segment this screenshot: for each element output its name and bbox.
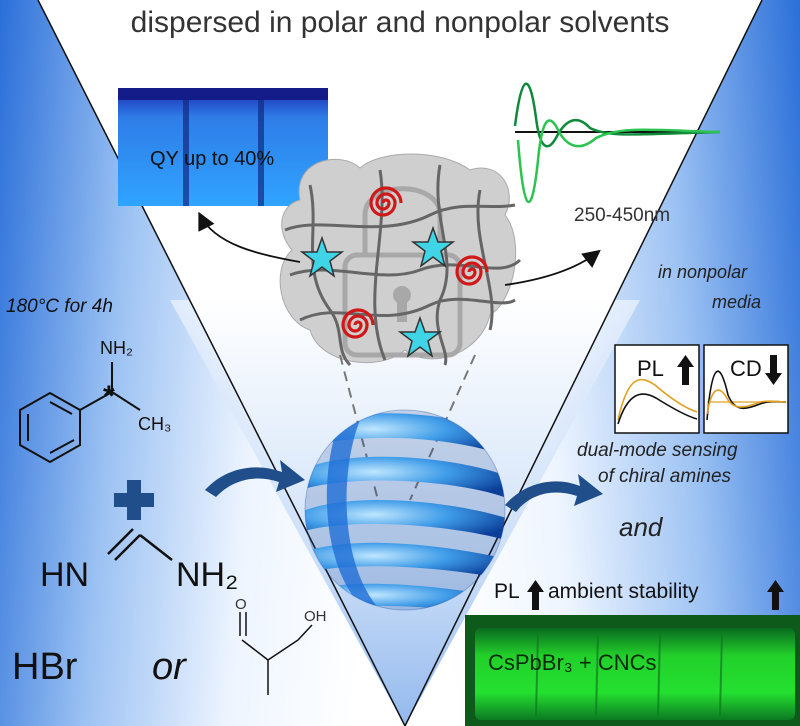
amine-ch3-label: CH₃ (138, 414, 172, 434)
application-arrow (505, 474, 603, 512)
formamidine-nh2-label: NH₂ (176, 556, 239, 594)
films-photo (465, 615, 800, 726)
formamidine-structure (107, 528, 173, 561)
cd-spectrum-plot (513, 82, 721, 204)
pl-up-arrow-icon (527, 580, 544, 610)
or-label: or (152, 646, 186, 688)
amine-nh2-label: NH₂ (100, 338, 133, 358)
chiral-center-label: * (103, 380, 115, 413)
formamidine-hn-label: HN (40, 556, 90, 594)
and-label: and (619, 512, 663, 542)
chiral-nanocrystal-sphere (304, 409, 506, 611)
wavelength-range-label: 250-450nm (574, 205, 671, 226)
perovskite-stars (299, 225, 456, 358)
pl-sensing-plot (614, 344, 700, 434)
cellulose-network-illustration (279, 153, 522, 367)
blue-plus-icon (114, 480, 154, 520)
left-divider-line (37, 0, 406, 726)
pl-stability-pl-label: PL (494, 580, 520, 603)
acid-o-label: O (235, 596, 247, 613)
zoom-line-right (409, 354, 476, 501)
arrow-to-vials (198, 211, 301, 263)
chiral-spirals (341, 186, 489, 339)
header-title: dispersed in polar and nonpolar solvents (130, 6, 670, 39)
right-divider-line (404, 0, 763, 726)
cd-sensing-plot (703, 344, 789, 434)
vials-photo (118, 88, 328, 206)
acetic-acid-structure (239, 612, 313, 695)
arrow-to-spectrum (504, 249, 601, 286)
reaction-arrow (205, 460, 305, 497)
acid-oh-label: OH (304, 608, 327, 625)
hbr-label: HBr (12, 646, 78, 688)
nonpolar-media-line1: in nonpolar (658, 262, 748, 282)
stability-up-arrow-icon (767, 580, 784, 610)
reaction-condition-label: 180°C for 4h (6, 296, 113, 317)
films-label: CsPbBr₃ + CNCs (488, 650, 657, 675)
ambient-stability-label: ambient stability (548, 580, 699, 603)
sensing-line1: dual-mode sensing (577, 440, 738, 461)
quantum-yield-label: QY up to 40% (150, 148, 275, 170)
sensing-line2: of chiral amines (598, 466, 732, 487)
left-panel-background (0, 0, 405, 726)
nonpolar-media-line2: media (712, 292, 762, 312)
phenylethylamine-structure (19, 362, 141, 464)
pl-plot-label: PL (637, 356, 664, 381)
cd-plot-label: CD (730, 356, 762, 381)
